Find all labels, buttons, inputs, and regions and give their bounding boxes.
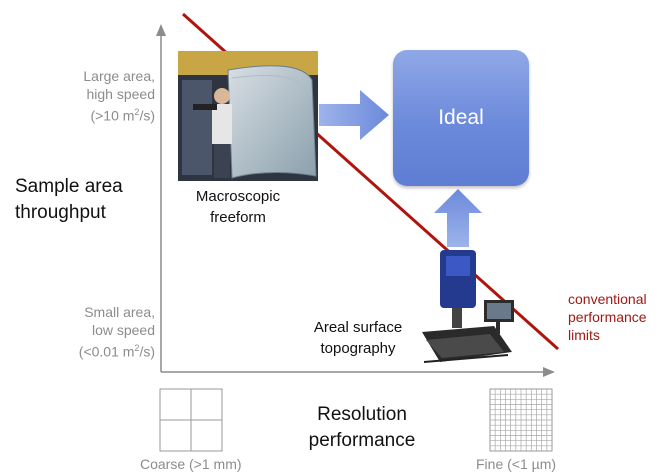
areal-instrument bbox=[422, 250, 514, 363]
x-axis bbox=[161, 367, 555, 377]
x-axis-fine-label: Fine (<1 µm) bbox=[476, 456, 557, 472]
x-axis-title: Resolution performance bbox=[308, 404, 416, 451]
arrow-right-to-ideal bbox=[319, 90, 389, 140]
y-axis bbox=[156, 24, 166, 372]
x-axis-coarse-label: Coarse (>1 mm) bbox=[140, 456, 242, 472]
areal-surface-label: Areal surface topography bbox=[313, 319, 403, 357]
y-axis-bottom-label: Small area, low speed (<0.01 m2/s) bbox=[78, 304, 155, 360]
fine-grid-icon bbox=[489, 388, 553, 452]
arrow-up-to-ideal bbox=[434, 189, 482, 247]
ideal-box: Ideal bbox=[393, 50, 529, 186]
coarse-grid-icon bbox=[159, 388, 223, 452]
y-axis-title: Sample area throughput bbox=[15, 176, 123, 223]
macroscopic-photo bbox=[178, 51, 318, 181]
ideal-label: Ideal bbox=[438, 106, 484, 129]
macroscopic-freeform-label: Macroscopic freeform bbox=[195, 188, 281, 226]
performance-limits-label: conventional performance limits bbox=[568, 291, 647, 343]
y-axis-top-label: Large area, high speed (>10 m2/s) bbox=[83, 68, 155, 124]
